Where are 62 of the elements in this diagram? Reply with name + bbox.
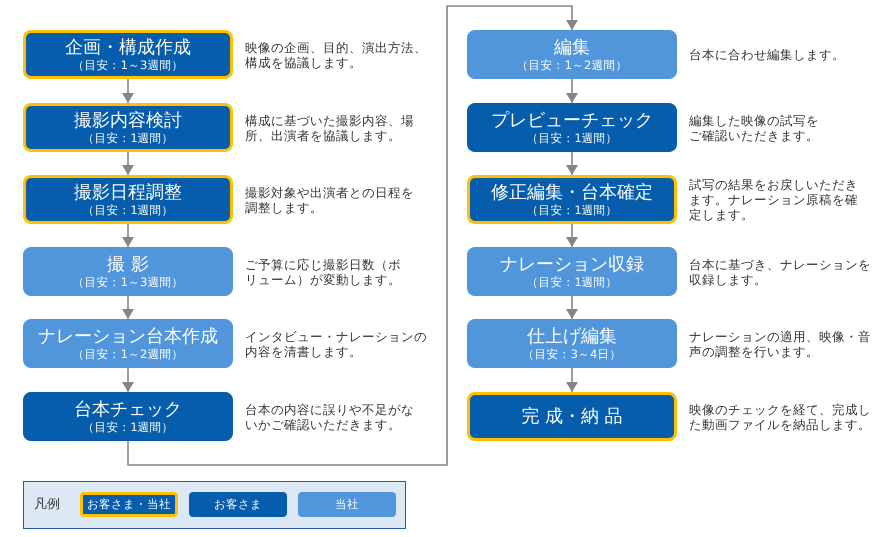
step-description: 映像の企画、目的、演出方法、構成を協議します。 (245, 40, 428, 70)
step-description: 編集した映像の試写をご確認いただきます。 (689, 112, 820, 142)
arrow (566, 296, 578, 319)
arrow (566, 152, 578, 175)
process-step-box (23, 247, 233, 296)
step-description: ナレーションの適用、映像・音声の調整を行います。 (689, 328, 872, 358)
process-step-box (467, 392, 677, 441)
arrow (566, 224, 578, 247)
step-title: 撮影内容検討 (74, 110, 182, 131)
step-duration: （目安：1～2週間） (72, 347, 184, 361)
step-title: ナレーション台本作成 (38, 326, 218, 347)
process-step-box (23, 392, 233, 441)
process-step-box (23, 103, 233, 152)
arrow (122, 79, 134, 103)
step-title: プレビューチェック (491, 110, 653, 131)
legend-key: 当社 (298, 492, 396, 517)
process-step-box (23, 319, 233, 368)
step-duration: （目安：1週間） (526, 203, 618, 217)
step-description: ご予算に応じ撮影日数（ボリューム）が変動します。 (245, 256, 402, 286)
step-title: 完 成・納 品 (521, 406, 623, 427)
step-description: 台本に基づき、ナレーションを収録します。 (689, 256, 872, 286)
arrow (566, 368, 578, 392)
step-title: 撮影日程調整 (74, 182, 182, 203)
step-title: 修正編集・台本確定 (491, 182, 653, 203)
step-duration: （目安：1～3週間） (72, 58, 184, 72)
step-title: 台本チェック (74, 399, 182, 420)
step-description: 台本に合わせ編集します。 (689, 47, 846, 62)
process-step-box (23, 30, 233, 79)
step-duration: （目安：1週間） (526, 131, 618, 145)
step-title: 仕上げ編集 (527, 326, 617, 347)
step-title: 撮 影 (107, 254, 149, 275)
step-duration: （目安：1週間） (82, 420, 174, 434)
step-duration: （目安：3～4日） (522, 347, 622, 361)
arrow (127, 5, 578, 466)
step-description: 構成に基づいた撮影内容、場所、出演者を協議します。 (245, 112, 415, 142)
step-description: 台本の内容に誤りや不足がないかご確認いただきます。 (245, 402, 415, 432)
process-step-box (467, 175, 677, 224)
arrow (566, 79, 578, 103)
step-title: 企画・構成作成 (65, 37, 191, 58)
step-duration: （目安：1～3週間） (72, 275, 184, 289)
arrow (122, 368, 134, 392)
step-duration: （目安：1～2週間） (516, 58, 628, 72)
process-step-box (467, 30, 677, 79)
step-description: 撮影対象や出演者との日程を調整します。 (245, 184, 415, 214)
step-description: 試写の結果をお戻しいただきます。ナレーション原稿を確定します。 (689, 177, 859, 222)
process-step-box (467, 319, 677, 368)
legend-title: 凡例 (34, 497, 60, 513)
step-title: 編集 (554, 37, 590, 58)
step-description: 映像のチェックを経て、完成した動画ファイルを納品します。 (689, 402, 872, 432)
arrow (122, 296, 134, 319)
step-duration: （目安：1週間） (526, 275, 618, 289)
step-title: ナレーション収録 (500, 254, 644, 275)
legend-key: お客さま (189, 492, 287, 517)
step-duration: （目安：1週間） (82, 131, 174, 145)
arrow (122, 152, 134, 175)
arrow (122, 224, 134, 247)
process-step-box (467, 103, 677, 152)
step-description: インタビュー・ナレーションの内容を清書します。 (245, 328, 428, 358)
step-duration: （目安：1週間） (82, 203, 174, 217)
process-step-box (23, 175, 233, 224)
process-step-box (467, 247, 677, 296)
legend-key: お客さま・当社 (80, 492, 178, 517)
